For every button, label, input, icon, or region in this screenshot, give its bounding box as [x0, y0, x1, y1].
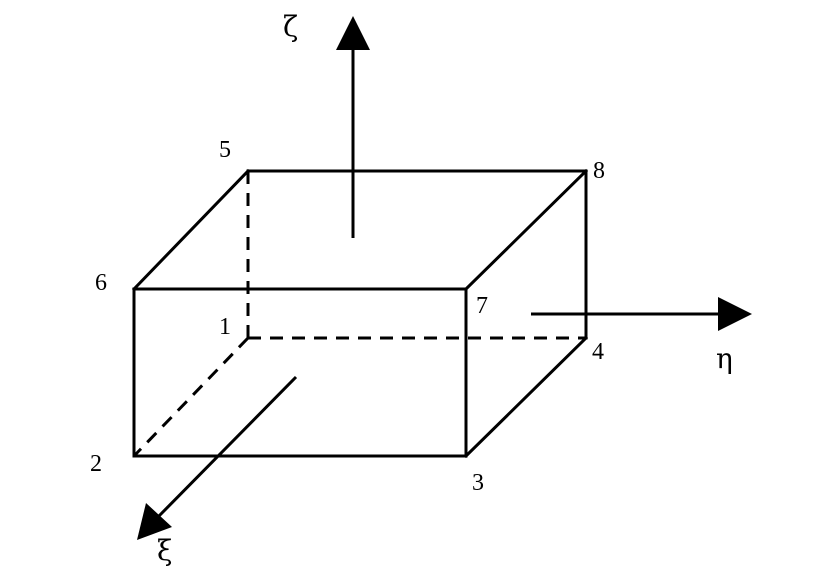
- node-label-3: 3: [472, 470, 484, 496]
- node-label-8: 8: [593, 158, 605, 184]
- hidden-edge-1-2: [132, 336, 250, 458]
- node-label-2: 2: [90, 451, 102, 477]
- node-label-1: 1: [219, 314, 231, 340]
- node-label-4: 4: [592, 339, 604, 365]
- xi-axis-shaft: [155, 375, 298, 520]
- edge-3-4: [463, 335, 589, 459]
- node-label-6: 6: [95, 270, 107, 296]
- edge-6-5: [131, 168, 251, 292]
- axis-label-zeta: ζ: [283, 10, 298, 43]
- zeta-arrowhead-icon: [336, 16, 370, 50]
- axis-label-xi: ξ: [157, 534, 172, 567]
- xi-arrowhead-icon: [137, 503, 172, 540]
- edge-7-8: [463, 168, 589, 292]
- eta-arrowhead-icon: [718, 297, 752, 331]
- node-label-7: 7: [476, 293, 488, 319]
- node-label-5: 5: [219, 137, 231, 163]
- axis-label-eta: η: [716, 342, 733, 375]
- front-face-6-7-3-2: [132, 287, 468, 458]
